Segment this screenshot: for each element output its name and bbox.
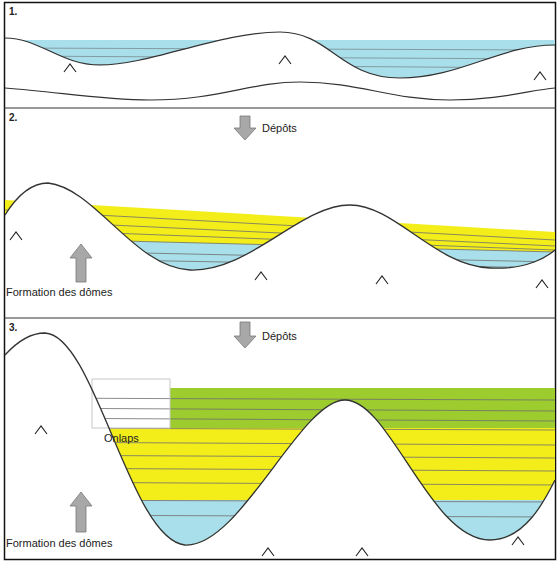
process-label: Dépôts <box>262 330 297 342</box>
process-label: Formation des dômes <box>6 286 112 298</box>
process-label: Dépôts <box>262 122 297 134</box>
panel-number: 2. <box>9 112 17 123</box>
panel-number: 1. <box>9 6 17 17</box>
feature-label: Onlaps <box>104 432 139 444</box>
process-label: Formation des dômes <box>6 537 112 549</box>
panel-number: 3. <box>9 322 17 333</box>
